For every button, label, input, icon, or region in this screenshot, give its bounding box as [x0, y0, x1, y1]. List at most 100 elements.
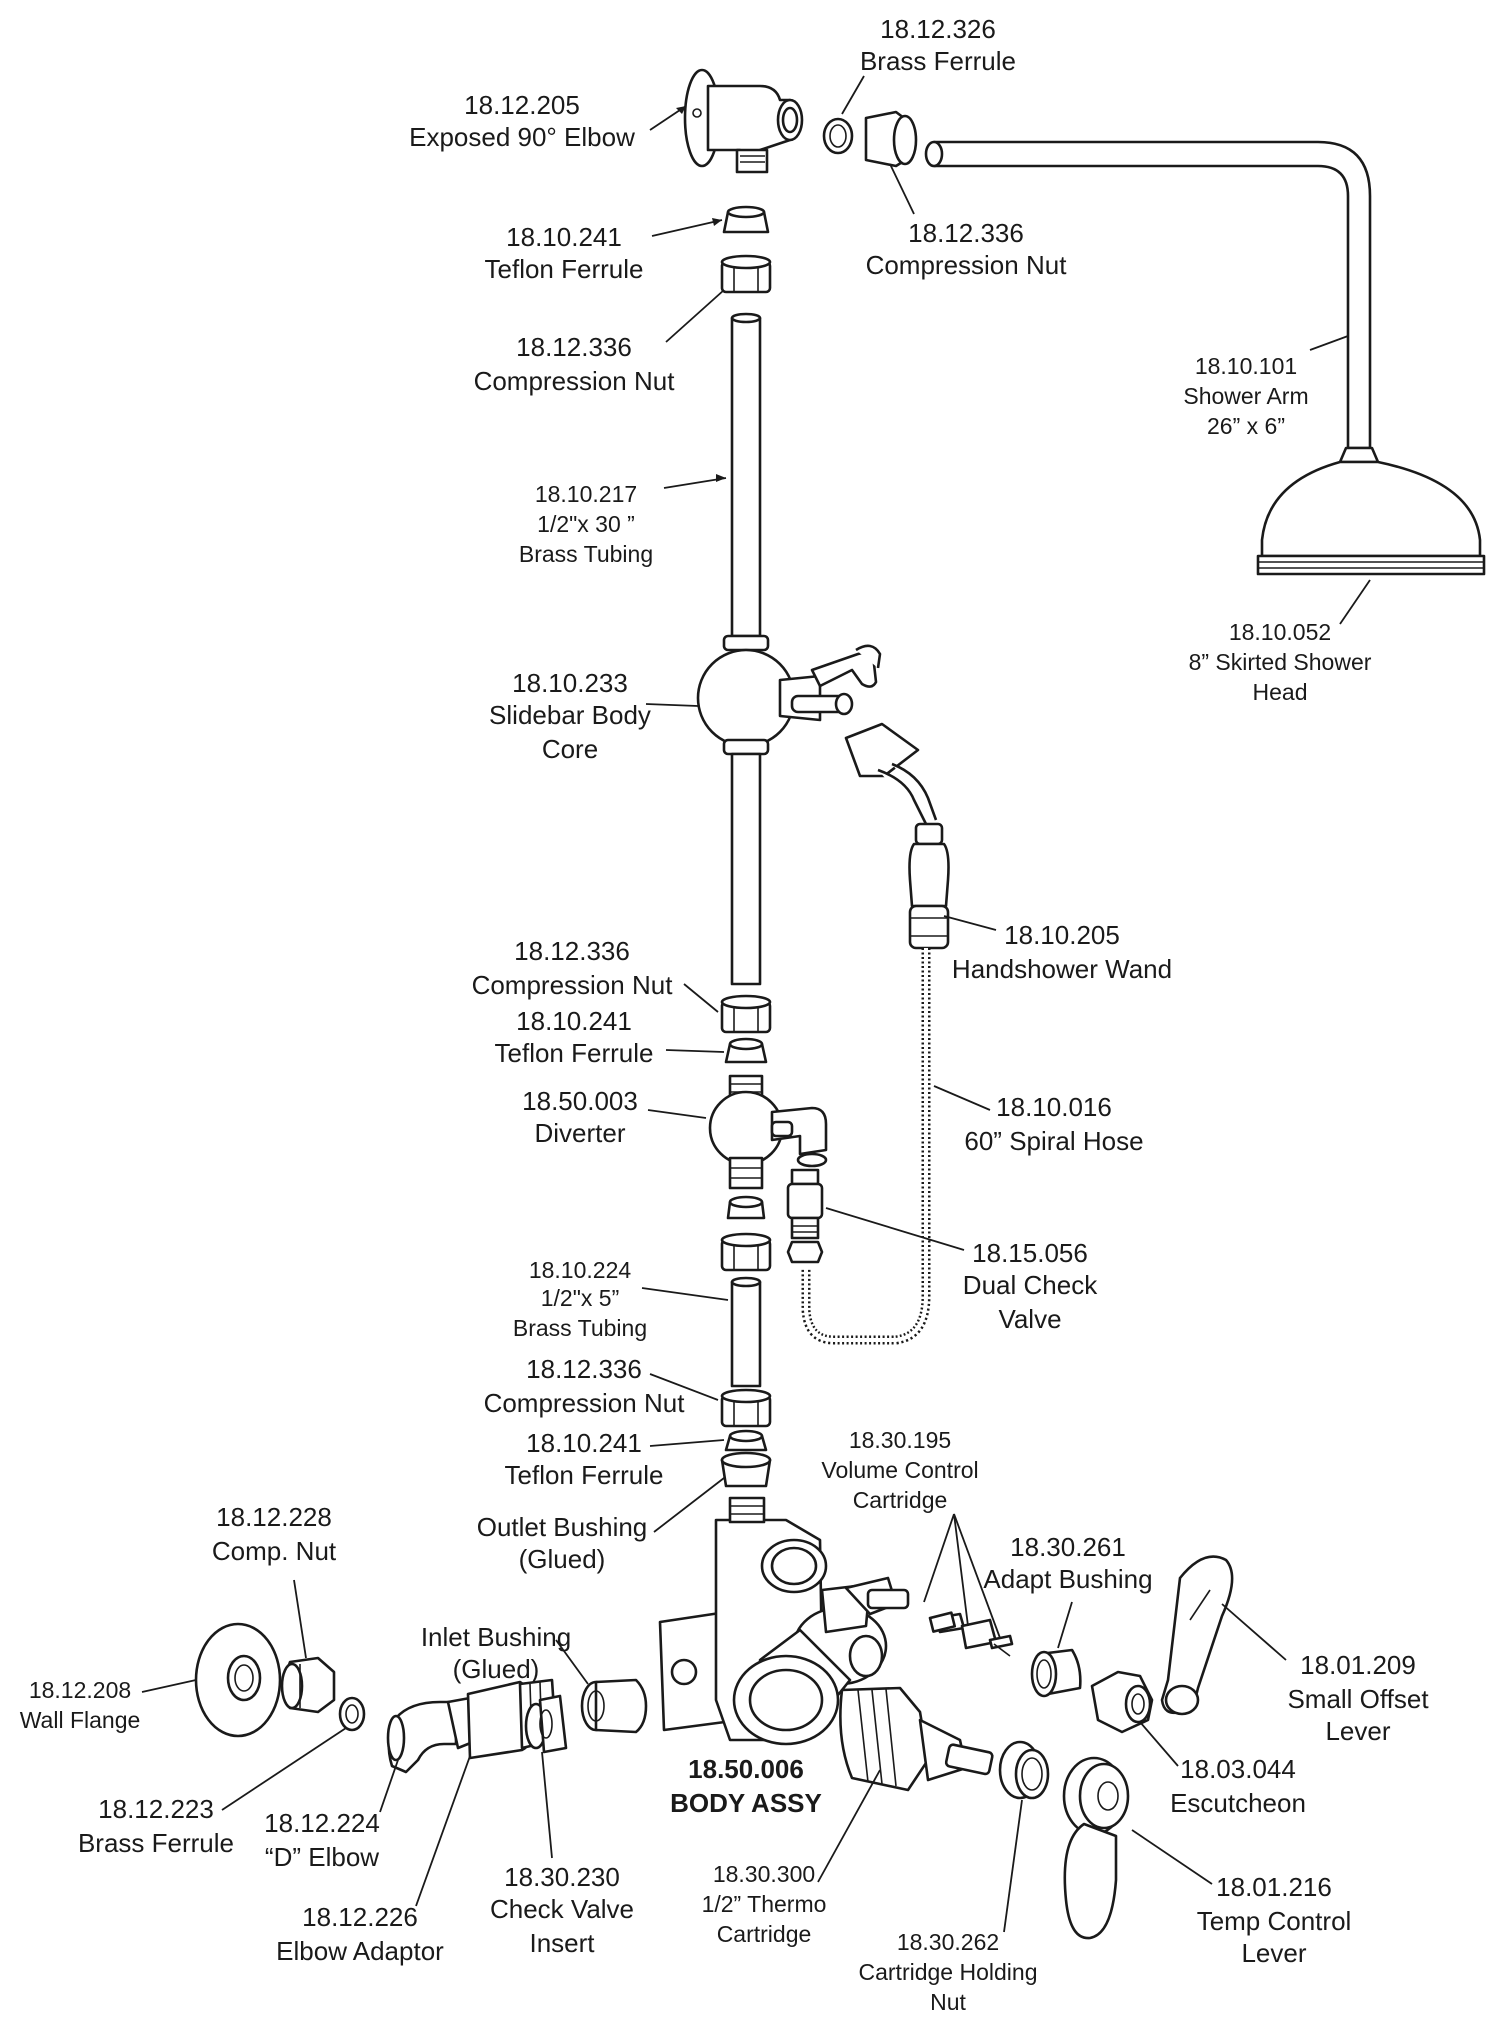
comp-nut-2-code: 18.12.336: [514, 936, 630, 966]
outlet-bushing-name2: (Glued): [519, 1544, 606, 1574]
slidebar-name: Slidebar Body: [489, 700, 651, 730]
brass-tubing-5-part: [730, 1276, 762, 1388]
short-tubing-nut-parts: [720, 1195, 772, 1272]
brass-ferrule-bottom-part: [338, 1696, 366, 1732]
wall-flange-part: [194, 1622, 282, 1738]
comp-nut-top-right-name: Compression Nut: [866, 250, 1068, 280]
upper-ferrule-nut-parts: [720, 205, 772, 294]
holding-nut-name: Cartridge Holding: [859, 1959, 1038, 1985]
spiral-hose-code: 18.10.016: [996, 1092, 1112, 1122]
offset-lever-name: Small Offset: [1287, 1684, 1429, 1714]
volume-cartridge-code: 18.30.195: [849, 1427, 951, 1453]
outlet-bushing-name: Outlet Bushing: [477, 1512, 648, 1542]
escutcheon-part: [1090, 1670, 1154, 1734]
check-insert-part: [524, 1694, 568, 1754]
escutcheon-name: Escutcheon: [1170, 1788, 1306, 1818]
teflon-ferrule-2-code: 18.10.241: [516, 1006, 632, 1036]
comp-nut-3-name: Compression Nut: [484, 1388, 686, 1418]
spiral-hose-part: [801, 948, 931, 1345]
brass-ferrule-top-code: 18.12.326: [880, 14, 996, 44]
shower-head-part: [1256, 446, 1486, 576]
brass-ferrule-bottom-code: 18.12.223: [98, 1794, 214, 1824]
check-insert-name2: Insert: [529, 1928, 595, 1958]
shower-head-code: 18.10.052: [1229, 619, 1331, 645]
thermo-name: Cartridge: [717, 1921, 812, 1947]
slidebar-code: 18.10.233: [512, 668, 628, 698]
tubing-5-size: 1/2"x 5”: [541, 1285, 619, 1311]
handshower-code: 18.10.205: [1004, 920, 1120, 950]
d-elbow-name: “D” Elbow: [265, 1842, 379, 1872]
check-insert-name: Check Valve: [490, 1894, 634, 1924]
tubing-30-code: 18.10.217: [535, 481, 637, 507]
brass-tubing-30-part: [730, 312, 762, 638]
exposed-elbow-part: [683, 68, 804, 174]
part-labels: 18.12.205 Exposed 90° Elbow 18.12.326 Br…: [20, 14, 1430, 2015]
elbow-adaptor-code: 18.12.226: [302, 1902, 418, 1932]
body-assy-part: [658, 1496, 910, 1746]
d-elbow-part: [386, 1700, 458, 1774]
inlet-bushing-part: [580, 1678, 648, 1734]
lower-nut-ferrule-bushing-parts: [720, 1388, 772, 1488]
teflon-ferrule-3-code: 18.10.241: [526, 1428, 642, 1458]
inlet-bushing-name2: (Glued): [453, 1654, 540, 1684]
body-assy-code: 18.50.006: [688, 1754, 804, 1784]
brass-ferrule-top-name: Brass Ferrule: [860, 46, 1016, 76]
check-insert-code: 18.30.230: [504, 1862, 620, 1892]
adapt-bushing-part: [1030, 1648, 1082, 1698]
offset-lever-code: 18.01.209: [1300, 1650, 1416, 1680]
elbow90-name: Exposed 90° Elbow: [409, 122, 635, 152]
shower-arm-code: 18.10.101: [1195, 353, 1297, 379]
comp-nut-small-code: 18.12.228: [216, 1502, 332, 1532]
spiral-hose-name: 60” Spiral Hose: [964, 1126, 1143, 1156]
wall-flange-code: 18.12.208: [29, 1677, 131, 1703]
shower-arm-part: [924, 140, 1372, 450]
comp-nut-2-name: Compression Nut: [472, 970, 674, 1000]
brass-ferrule-bottom-name: Brass Ferrule: [78, 1828, 234, 1858]
teflon-ferrule-1-code: 18.10.241: [506, 222, 622, 252]
handshower-part: [844, 722, 950, 950]
offset-lever-part: [1160, 1555, 1234, 1716]
middle-nut-ferrule-parts: [720, 994, 772, 1064]
tubing-30-name: Brass Tubing: [519, 541, 653, 567]
teflon-ferrule-1-name: Teflon Ferrule: [485, 254, 644, 284]
tubing-30-size: 1/2"x 30 ”: [537, 511, 635, 537]
adapt-bushing-code: 18.30.261: [1010, 1532, 1126, 1562]
shower-head-name: 8” Skirted Shower: [1189, 649, 1372, 675]
body-assy-name: BODY ASSY: [670, 1788, 822, 1818]
thermo-code: 18.30.300: [713, 1861, 815, 1887]
slidebar-name2: Core: [542, 734, 598, 764]
volume-cartridge-parts: [928, 1611, 1014, 1657]
holding-nut-part: [998, 1740, 1050, 1800]
comp-nut-3-code: 18.12.336: [526, 1354, 642, 1384]
escutcheon-code: 18.03.044: [1180, 1754, 1296, 1784]
comp-nut-1-code: 18.12.336: [516, 332, 632, 362]
offset-lever-name2: Lever: [1325, 1716, 1390, 1746]
teflon-ferrule-3-name: Teflon Ferrule: [505, 1460, 664, 1490]
tubing-5-code: 18.10.224: [529, 1257, 632, 1283]
dual-check-part: [786, 1168, 824, 1264]
teflon-ferrule-2-name: Teflon Ferrule: [495, 1038, 654, 1068]
leader-lines: [141, 75, 1371, 1933]
comp-nut-1-name: Compression Nut: [474, 366, 676, 396]
diverter-name: Diverter: [534, 1118, 625, 1148]
volume-cartridge-name: Volume Control: [821, 1457, 978, 1483]
volume-cartridge-name2: Cartridge: [853, 1487, 948, 1513]
temp-lever-part: [1062, 1756, 1130, 1940]
slidebar-lower-tube-part: [730, 752, 762, 986]
temp-lever-name: Temp Control: [1197, 1906, 1352, 1936]
comp-nut-small-part: [280, 1656, 336, 1714]
slidebar-part: [696, 634, 882, 756]
thermo-size: 1/2” Thermo: [702, 1891, 827, 1917]
diverter-part: [708, 1074, 828, 1190]
inlet-bushing-name: Inlet Bushing: [421, 1622, 571, 1652]
adapt-bushing-name: Adapt Bushing: [983, 1564, 1152, 1594]
elbow90-code: 18.12.205: [464, 90, 580, 120]
holding-nut-name2: Nut: [930, 1989, 966, 2015]
wall-flange-name: Wall Flange: [20, 1707, 141, 1733]
dual-check-name: Dual Check: [963, 1270, 1098, 1300]
diverter-code: 18.50.003: [522, 1086, 638, 1116]
comp-nut-top-right-code: 18.12.336: [908, 218, 1024, 248]
tubing-5-name: Brass Tubing: [513, 1315, 647, 1341]
d-elbow-code: 18.12.224: [264, 1808, 380, 1838]
